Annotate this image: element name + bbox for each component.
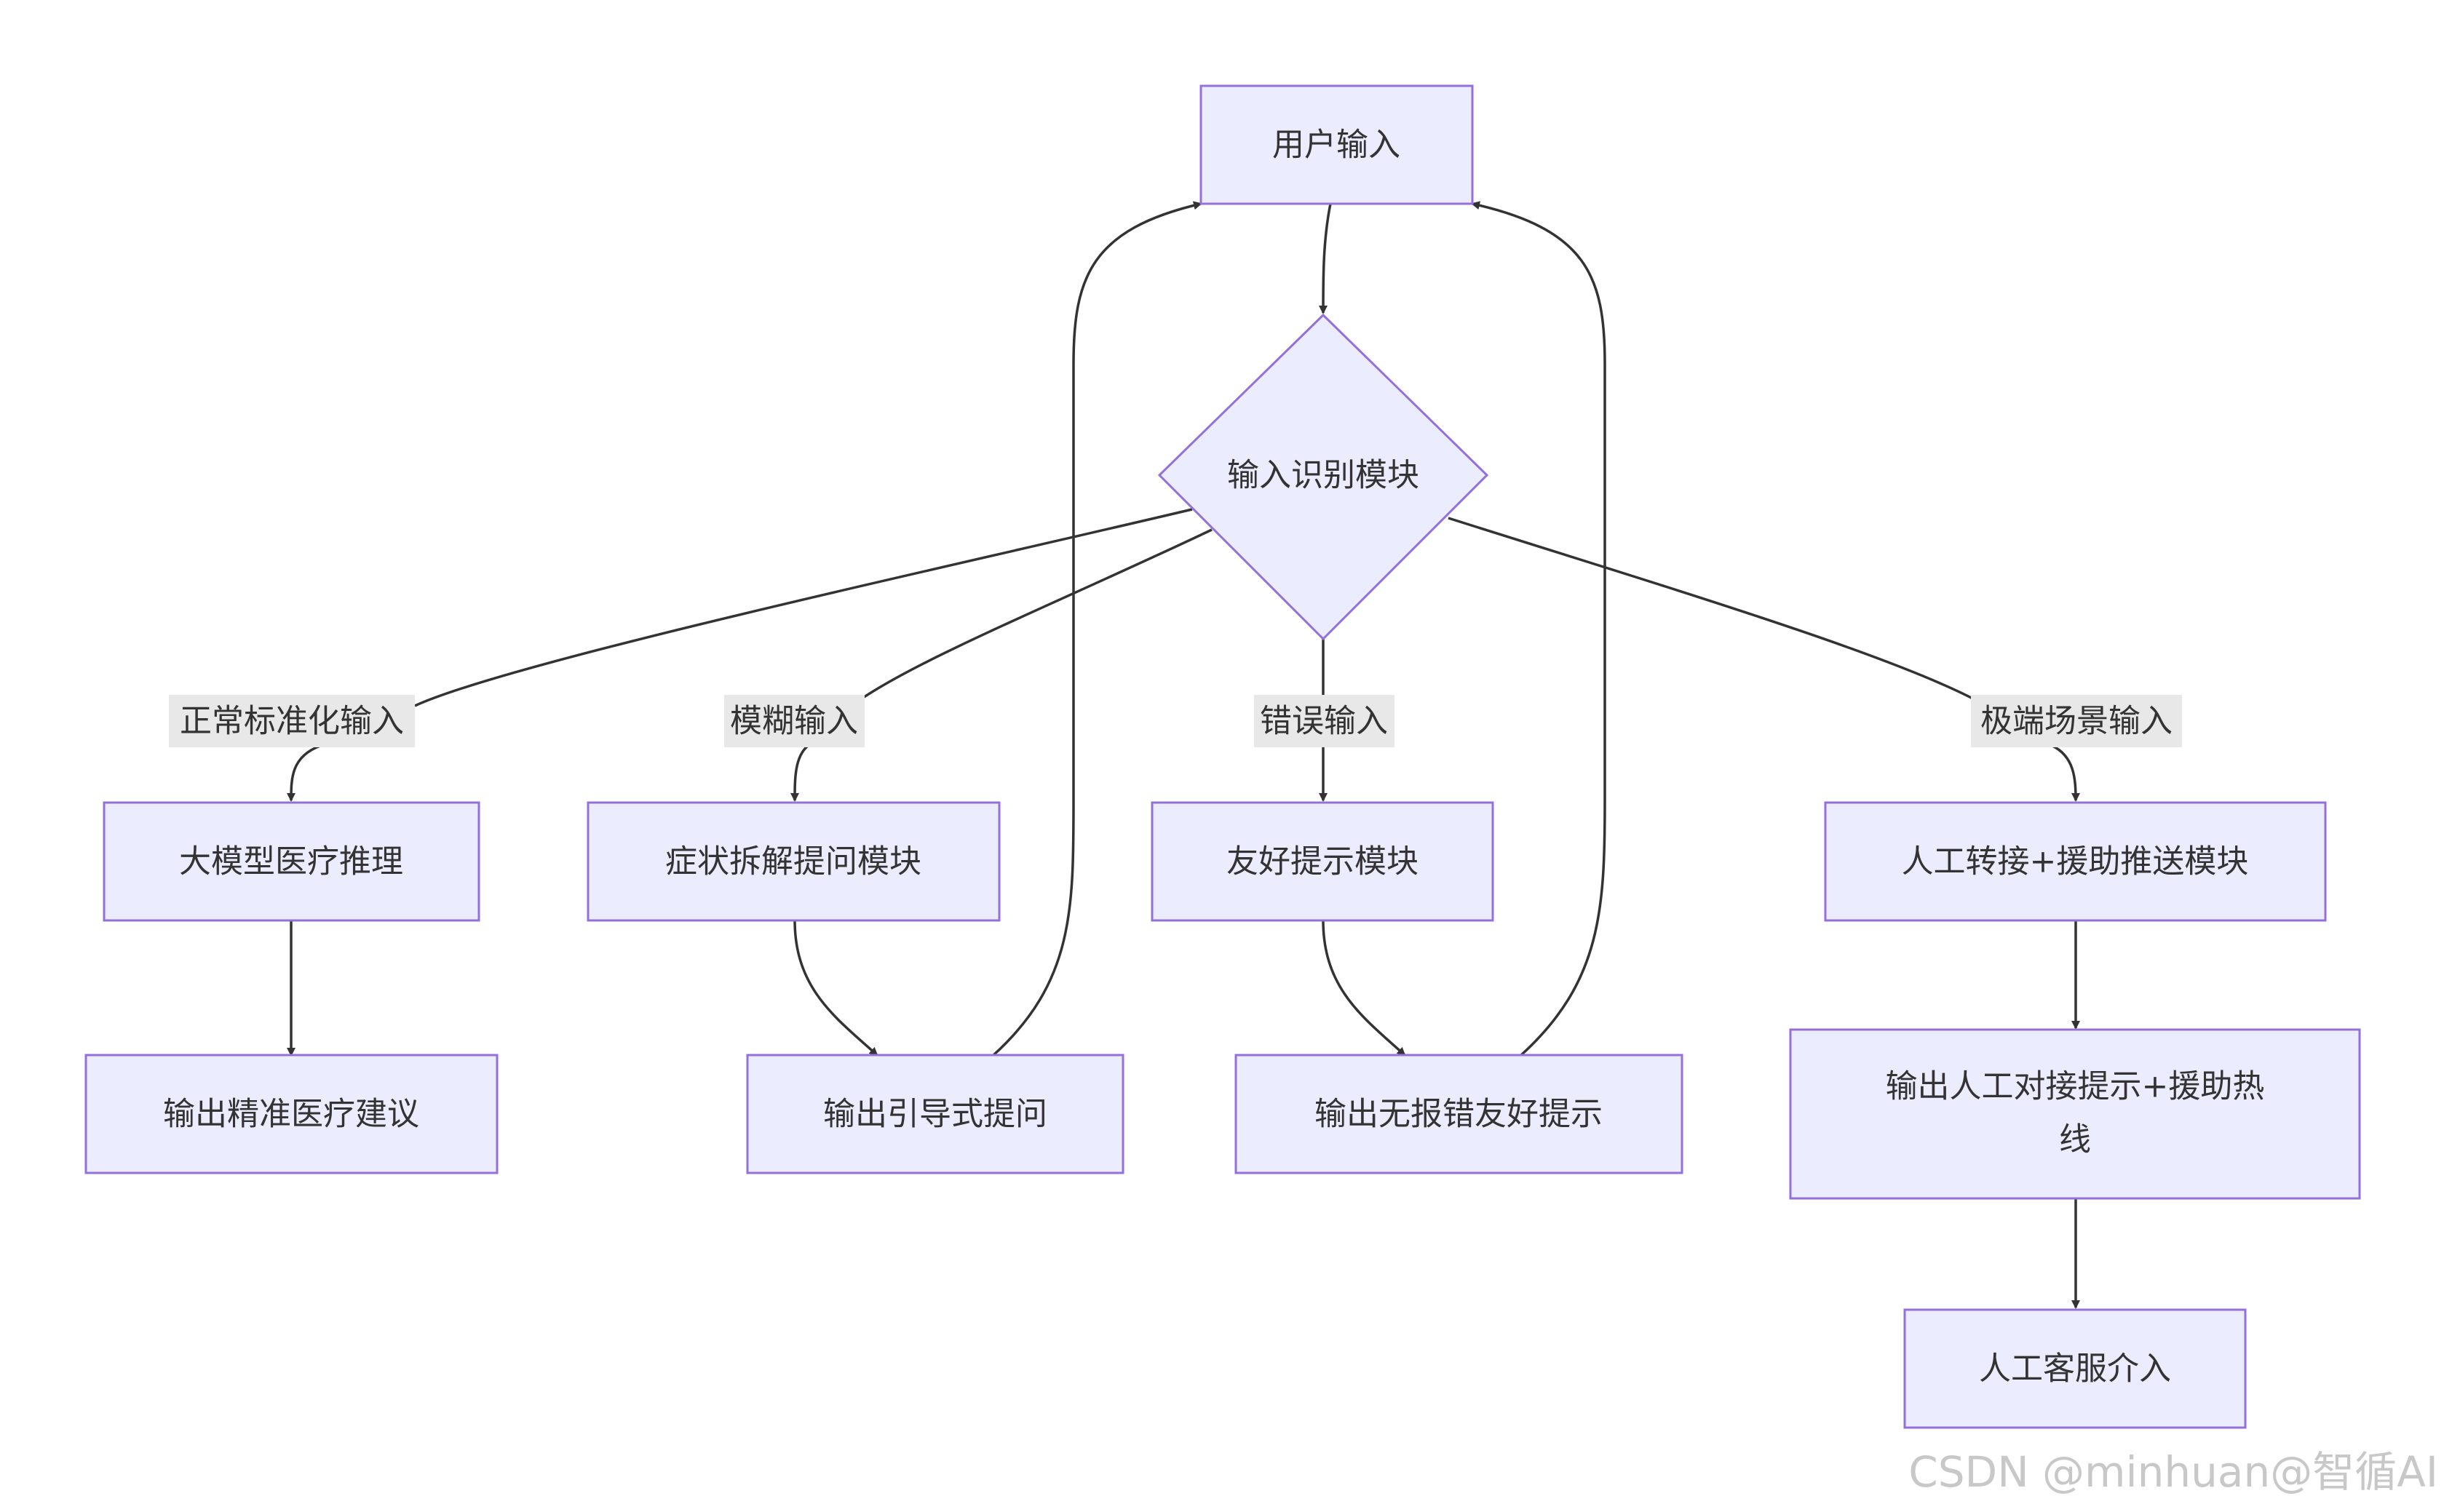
edge-friendly-to-output-prompt bbox=[1322, 920, 1406, 1057]
node-output-human-hotline: 输出人工对接提示+援助热 线 bbox=[1789, 1028, 2361, 1200]
node-output-guided-question: 输出引导式提问 bbox=[746, 1054, 1124, 1174]
edge-output-prompt-back-to-user bbox=[1471, 201, 1606, 1057]
edge-label-extreme: 极端场景输入 bbox=[1971, 695, 2182, 747]
edge-symptom-to-output-question bbox=[793, 920, 878, 1057]
node-output-precise-advice: 输出精准医疗建议 bbox=[84, 1054, 499, 1174]
node-symptom-module: 症状拆解提问模块 bbox=[587, 801, 1001, 922]
edge-output-question-back-to-user bbox=[992, 201, 1202, 1057]
svg-text:大模型医疗推理: 大模型医疗推理 bbox=[179, 843, 403, 880]
svg-text:错误输入: 错误输入 bbox=[1260, 703, 1388, 740]
edge-recognition-to-normal bbox=[414, 508, 1193, 707]
node-input-recognition-decision: 输入识别模块 bbox=[1157, 313, 1489, 641]
edge-normal-to-llm bbox=[287, 744, 321, 802]
svg-text:正常标准化输入: 正常标准化输入 bbox=[180, 703, 404, 740]
svg-text:症状拆解提问模块: 症状拆解提问模块 bbox=[665, 843, 921, 880]
svg-text:模糊输入: 模糊输入 bbox=[730, 703, 858, 740]
edge-recognition-to-extreme bbox=[1448, 517, 1980, 704]
node-human-service: 人工客服介入 bbox=[1903, 1308, 2247, 1429]
svg-text:输出引导式提问: 输出引导式提问 bbox=[823, 1096, 1047, 1133]
edge-label-error: 错误输入 bbox=[1254, 695, 1394, 747]
edge-label-fuzzy: 模糊输入 bbox=[724, 695, 865, 747]
svg-text:输出精准医疗建议: 输出精准医疗建议 bbox=[163, 1096, 419, 1133]
svg-text:输出人工对接提示+援助热: 输出人工对接提示+援助热 bbox=[1886, 1068, 2265, 1105]
node-llm-reasoning: 大模型医疗推理 bbox=[103, 801, 480, 922]
svg-text:线: 线 bbox=[2059, 1121, 2091, 1158]
edge-extreme-to-human-transfer bbox=[2052, 744, 2080, 802]
watermark-text: CSDN @minhuan@智循AI bbox=[1908, 1447, 2438, 1497]
node-user-input: 用户输入 bbox=[1199, 84, 1474, 205]
edge-label-normal: 正常标准化输入 bbox=[169, 695, 415, 747]
svg-text:用户输入: 用户输入 bbox=[1272, 127, 1400, 164]
svg-text:友好提示模块: 友好提示模块 bbox=[1226, 843, 1419, 880]
svg-text:极端场景输入: 极端场景输入 bbox=[1980, 703, 2173, 740]
svg-text:人工转接+援助推送模块: 人工转接+援助推送模块 bbox=[1902, 843, 2249, 880]
svg-text:人工客服介入: 人工客服介入 bbox=[1979, 1350, 2171, 1388]
edge-user-to-recognition bbox=[1319, 203, 1332, 314]
svg-text:输出无报错友好提示: 输出无报错友好提示 bbox=[1314, 1096, 1603, 1133]
edge-recognition-to-fuzzy bbox=[850, 528, 1213, 707]
node-friendly-prompt-module: 友好提示模块 bbox=[1151, 801, 1494, 922]
node-human-transfer-module: 人工转接+援助推送模块 bbox=[1824, 801, 2327, 922]
edge-fuzzy-to-symptom bbox=[790, 744, 809, 802]
svg-text:输入识别模块: 输入识别模块 bbox=[1227, 457, 1419, 494]
node-output-friendly-prompt: 输出无报错友好提示 bbox=[1234, 1054, 1683, 1174]
